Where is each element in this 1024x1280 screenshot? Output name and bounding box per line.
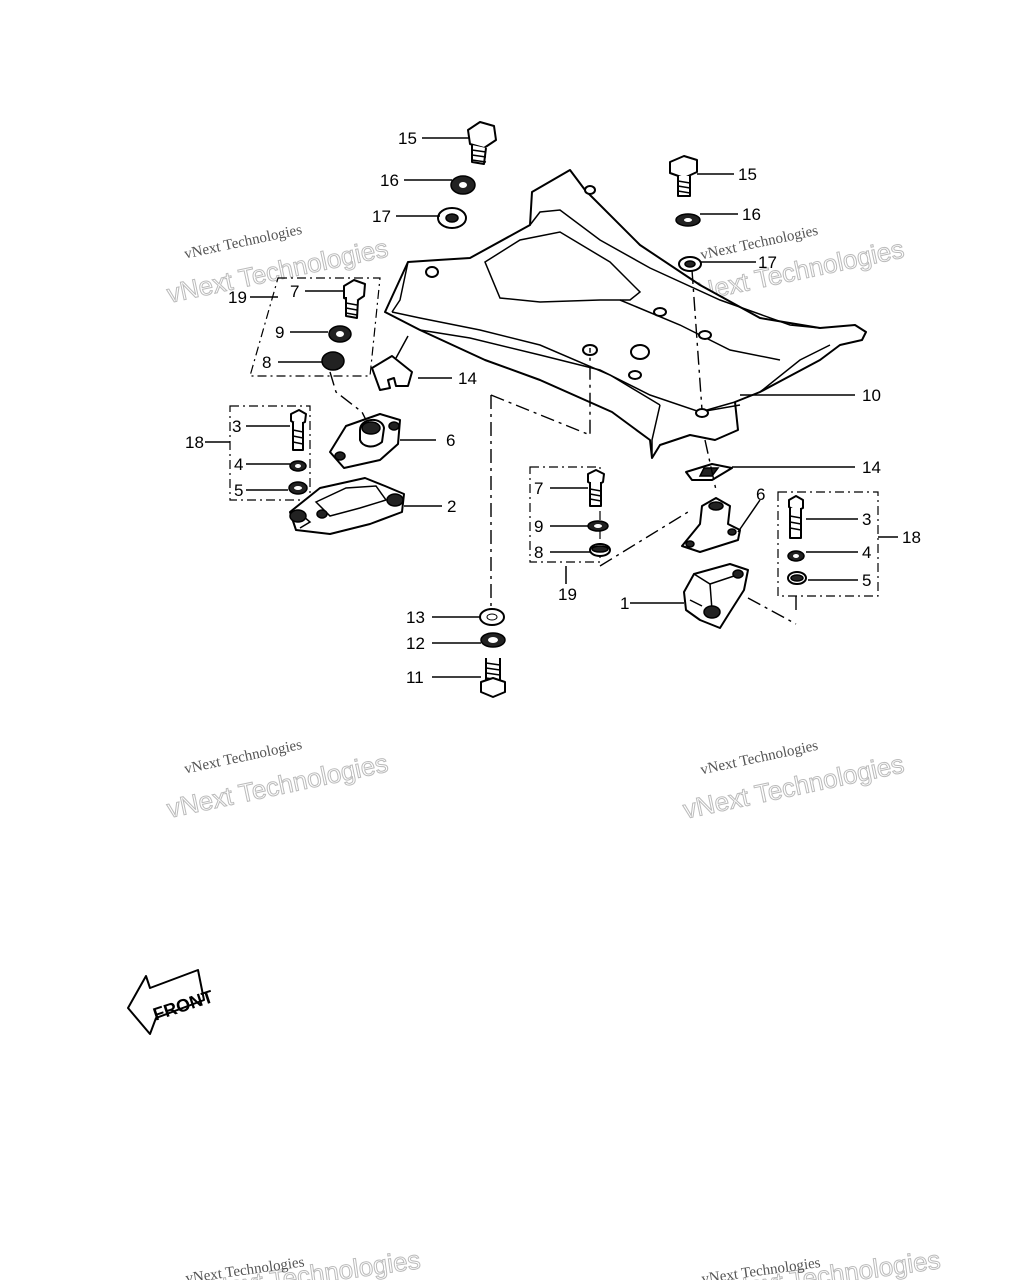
bolt-7-left [343, 279, 366, 319]
callout-13: 13 [406, 608, 425, 627]
bolt-15-right [669, 155, 698, 197]
callout-4-right: 4 [862, 543, 871, 562]
axis-kit18-right [747, 596, 797, 625]
clip-14-left [371, 355, 413, 391]
callout-5-left: 5 [234, 481, 243, 500]
callout-15-left: 15 [398, 129, 417, 148]
watermark-bottom-right: vNext Technologies vNext Technologies [701, 1244, 943, 1280]
axis-right-mid [704, 439, 717, 491]
callout-19-left: 19 [228, 288, 247, 307]
callout-17-left: 17 [372, 207, 391, 226]
callout-6-right: 6 [756, 485, 765, 504]
callout-7-left: 7 [290, 282, 299, 301]
washer-17-left [437, 207, 467, 229]
axis-kit19-right [599, 511, 689, 567]
callout-16-left: 16 [380, 171, 399, 190]
bolt-11 [480, 658, 506, 698]
bolt-3-left [290, 409, 307, 451]
kit-18-right-box [777, 491, 879, 597]
axis-right-top [691, 269, 703, 411]
washer-4-right [787, 550, 805, 562]
callout-17-right: 17 [758, 253, 777, 272]
washer-4-left [289, 460, 307, 472]
washer-5-left [288, 481, 308, 495]
washer-12 [480, 632, 506, 648]
bolt-3-right [788, 495, 804, 539]
callout-18-right: 18 [902, 528, 921, 547]
callout-7-right: 7 [534, 479, 543, 498]
callout-19-right: 19 [558, 585, 577, 604]
washer-8-right [589, 543, 611, 557]
clip-14-right [685, 463, 733, 481]
bolt-7-right [587, 469, 605, 507]
callout-14-left: 14 [458, 369, 477, 388]
callout-9-right: 9 [534, 517, 543, 536]
callout-6-left: 6 [446, 431, 455, 450]
callout-2: 2 [447, 497, 456, 516]
watermark-mid-right: vNext Technologies vNext Technologies [680, 738, 907, 825]
callout-8-left: 8 [262, 353, 271, 372]
callout-15-right: 15 [738, 165, 757, 184]
washer-9-right [587, 520, 609, 532]
washer-8-left [321, 351, 345, 371]
mount-bracket-2 [289, 477, 405, 535]
callout-3-right: 3 [862, 510, 871, 529]
axis-kit19-left [329, 371, 369, 425]
mount-rubber-6-right [681, 497, 741, 553]
front-arrow: FRONT [127, 969, 216, 1035]
callout-1: 1 [620, 594, 629, 613]
callout-4-left: 4 [234, 455, 243, 474]
washer-5-right [787, 571, 807, 585]
axis-center-diag [490, 348, 591, 437]
callout-11: 11 [406, 668, 424, 687]
callout-9-left: 9 [275, 323, 284, 342]
callout-8-right: 8 [534, 543, 543, 562]
callout-14-right: 14 [862, 458, 881, 477]
washer-13 [479, 608, 505, 626]
mount-rubber-6-left [329, 413, 401, 469]
callout-18-left: 18 [185, 433, 204, 452]
watermark-mid-left: vNext Technologies vNext Technologies [164, 737, 391, 824]
washer-9-left [328, 325, 352, 343]
washer-16-right [675, 213, 701, 227]
callout-12: 12 [406, 634, 425, 653]
callout-numbers: 15 16 17 15 16 17 19 7 9 8 18 3 4 5 6 2 … [185, 129, 921, 687]
leader-clip14-bracket [395, 335, 409, 359]
callout-16-right: 16 [742, 205, 761, 224]
mount-bracket-1 [683, 563, 749, 629]
kit-19-right-box [529, 466, 601, 563]
washer-16-left [450, 175, 476, 195]
bolt-15-left [467, 121, 497, 165]
callout-10: 10 [862, 386, 881, 405]
callout-3-left: 3 [232, 417, 241, 436]
washer-17-right [678, 256, 702, 272]
callout-5-right: 5 [862, 571, 871, 590]
watermark-bottom-left: vNext Technologies vNext Technologies [185, 1244, 423, 1280]
leader-lines [205, 137, 898, 678]
engine-mount-bracket [384, 169, 867, 459]
